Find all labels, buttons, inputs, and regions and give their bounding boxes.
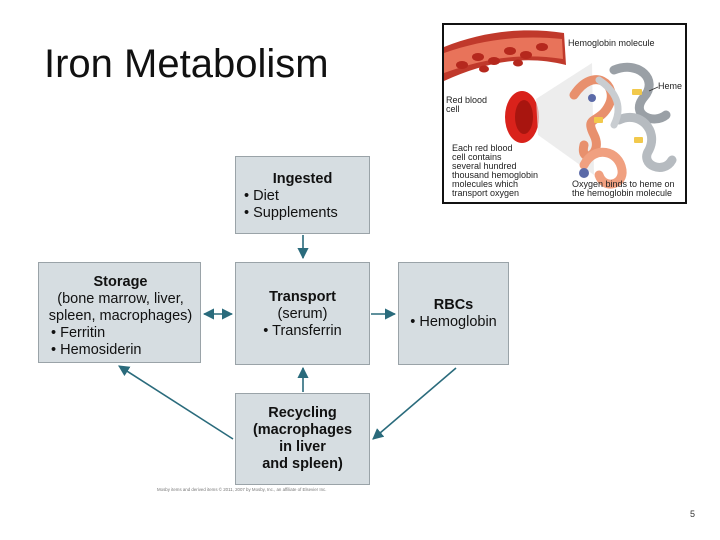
recycling-heading-line: Recycling [268, 405, 337, 421]
oxygen-caption-line: Oxygen binds to heme on [572, 179, 675, 189]
hemoglobin-illustration: Hemoglobin molecule Heme Red blood cell … [442, 23, 687, 204]
rbcs-item-hemoglobin: • Hemoglobin [410, 314, 497, 330]
arrow-recycling-to-storage [118, 365, 234, 440]
slide-number: 5 [690, 509, 696, 519]
ingested-item-diet: • Diet [244, 188, 279, 204]
recycling-heading-line: (macrophages [252, 422, 353, 438]
hemoglobin-molecule-label: Hemoglobin molecule [568, 38, 655, 48]
transport-heading: Transport [269, 289, 336, 305]
storage-detail-line: (bone marrow, liver, [57, 291, 184, 307]
recycling-heading-line: in liver [279, 439, 326, 455]
rbcs-box: RBCs • Hemoglobin [398, 262, 509, 365]
rbc-caption-line: Each red blood [452, 143, 513, 153]
rbc-caption-line: transport oxygen [452, 188, 520, 198]
storage-box: Storage (bone marrow, liver, spleen, mac… [38, 262, 201, 363]
recycling-heading-line: and spleen) [262, 456, 343, 472]
rbc-caption-line: cell contains [452, 152, 502, 162]
illustration-graphic [444, 30, 677, 189]
recycling-box: Recycling (macrophages in liver and sple… [235, 393, 370, 485]
slide-title: Iron Metabolism [44, 42, 329, 86]
red-blood-cell-label-line: cell [446, 104, 460, 114]
arrow-rbcs-to-recycling [372, 367, 457, 440]
rbc-caption-line: molecules which [452, 179, 519, 189]
ingested-heading: Ingested [272, 171, 333, 187]
ingested-item-supplements: • Supplements [244, 205, 338, 221]
transport-item-transferrin: • Transferrin [263, 323, 342, 339]
rbcs-heading: RBCs [433, 297, 474, 313]
red-blood-cell-label-line: Red blood [446, 95, 488, 105]
storage-heading: Storage [93, 274, 148, 290]
rbc-caption-line: several hundred [452, 161, 517, 171]
oxygen-caption-line: the hemoglobin molecule [572, 188, 673, 198]
ingested-box: Ingested • Diet • Supplements [235, 156, 370, 234]
transport-box: Transport (serum) • Transferrin [235, 262, 370, 365]
heme-label: Heme [658, 81, 683, 91]
copyright-credit: Mosby items and derived items © 2011, 20… [157, 487, 327, 492]
storage-item-hemosiderin: • Hemosiderin [51, 342, 142, 358]
rbc-caption-line: thousand hemoglobin [452, 170, 539, 180]
storage-detail-line: spleen, macrophages) [48, 308, 193, 324]
storage-item-ferritin: • Ferritin [51, 325, 106, 341]
transport-detail: (serum) [277, 306, 328, 322]
